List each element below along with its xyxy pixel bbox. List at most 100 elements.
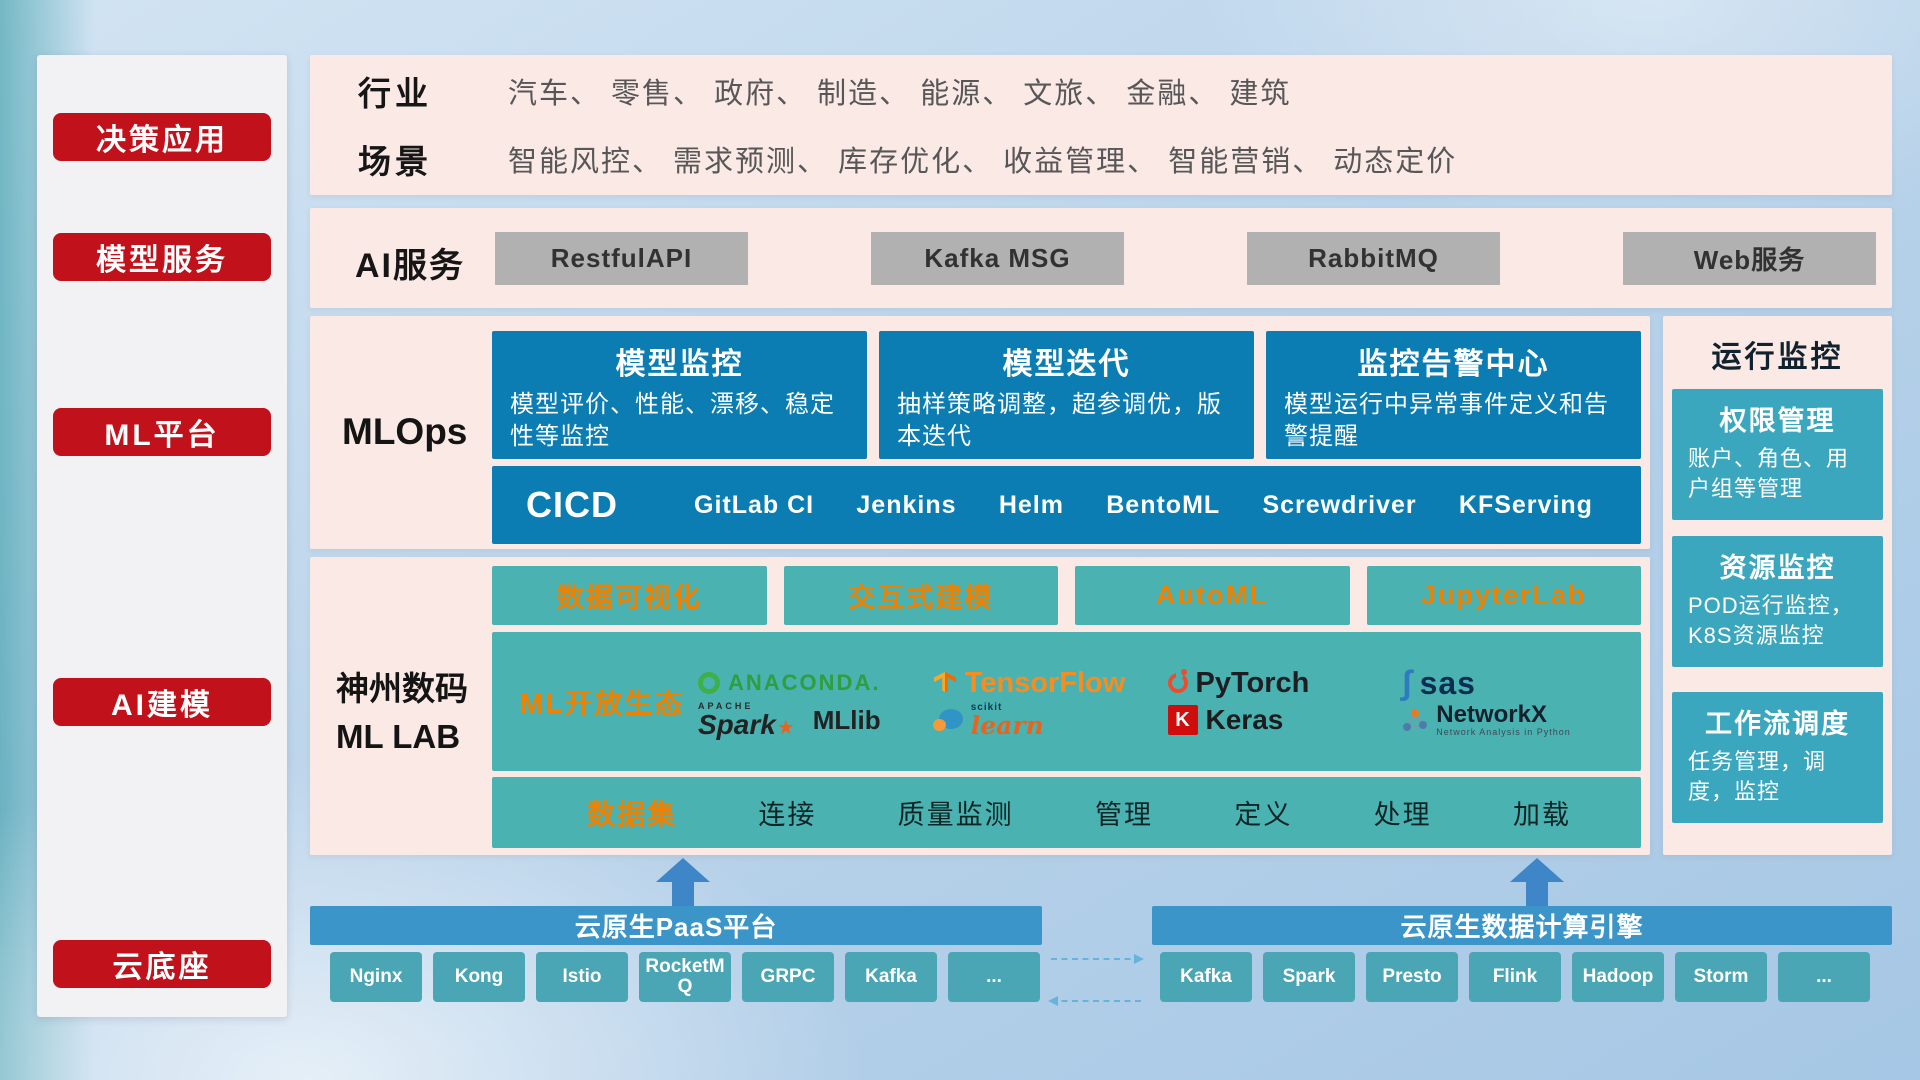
learn-text: learn: [970, 710, 1044, 740]
card-desc: 模型运行中异常事件定义和告警提醒: [1284, 391, 1609, 451]
scikit-learn-orange-blob: [932, 719, 946, 731]
chip-nginx: Nginx: [330, 952, 422, 1002]
networkx-text: NetworkX: [1436, 700, 1547, 728]
up-arrow-stem: [672, 882, 694, 906]
chip-kafka: Kafka: [1160, 952, 1252, 1002]
paas-platform-bar: 云原生PaaS平台: [310, 906, 1042, 945]
networkx-icon: [1403, 709, 1428, 731]
pytorch-icon-dot: [1180, 669, 1187, 675]
card-desc: 任务管理，调度，监控: [1688, 749, 1827, 804]
ecosystem-logos: ANACONDA. TensorFlow PyTorch: [688, 665, 1641, 739]
chip-kafka: Kafka: [845, 952, 937, 1002]
dataset-item-manage: 管理: [1095, 800, 1153, 830]
dataset-item-process: 处理: [1373, 800, 1432, 830]
anaconda-logo: ANACONDA.: [688, 670, 923, 696]
cicd-items: GitLab CI Jenkins Helm BentoML Screwdriv…: [694, 491, 1593, 520]
ai-service-rabbitmq: RabbitMQ: [1247, 232, 1500, 285]
card-desc: POD运行监控，K8S资源监控: [1688, 593, 1854, 648]
ml-lab-panel: 神州数码 ML LAB 数据可视化 交互式建模 AutoML JupyterLa…: [310, 557, 1650, 855]
chip-flink: Flink: [1469, 952, 1561, 1002]
up-arrow-head: [656, 858, 710, 882]
industry-value: 汽车、 零售、 政府、 制造、 能源、 文旅、 金融、 建筑: [508, 78, 1292, 110]
industry-label: 行业: [358, 75, 432, 112]
cicd-item-kfserving: KFServing: [1458, 490, 1593, 519]
tool-interactive-modeling: 交互式建模: [783, 566, 1058, 625]
cicd-item-jenkins: Jenkins: [856, 490, 957, 519]
dataset-item-define: 定义: [1234, 800, 1293, 830]
keras-text: Keras: [1205, 704, 1284, 735]
cicd-item-screwdriver: Screwdriver: [1262, 490, 1417, 519]
mlops-panel: MLOps 模型监控 模型评价、性能、漂移、稳定性等监控 模型迭代 抽样策略调整…: [310, 316, 1650, 549]
operation-monitoring-panel: 运行监控 权限管理 账户、角色、用户组等管理 资源监控 POD运行监控，K8S资…: [1663, 316, 1892, 855]
workflow-scheduling-card: 工作流调度 任务管理，调度，监控: [1672, 692, 1883, 823]
mlops-label: MLOps: [342, 411, 468, 452]
alert-center-card: 监控告警中心 模型运行中异常事件定义和告警提醒: [1266, 331, 1641, 459]
spark-star-icon: ★: [776, 716, 795, 739]
keras-logo: K Keras: [1158, 704, 1393, 736]
permission-management-card: 权限管理 账户、角色、用户组等管理: [1672, 389, 1883, 520]
chip-storm: Storm: [1675, 952, 1767, 1002]
keras-icon: K: [1167, 705, 1198, 735]
spark-text: Spark: [698, 708, 776, 740]
dataset-item-quality: 质量监测: [897, 800, 1014, 830]
chip-hadoop: Hadoop: [1572, 952, 1664, 1002]
scenario-label: 场景: [358, 143, 432, 180]
model-monitoring-card: 模型监控 模型评价、性能、漂移、稳定性等监控: [492, 331, 867, 459]
card-desc: 模型评价、性能、漂移、稳定性等监控: [510, 391, 835, 451]
dataset-item-connect: 连接: [758, 800, 817, 830]
pytorch-icon-gap: [1175, 671, 1183, 678]
spark-main: Spark ★: [698, 708, 795, 740]
cicd-item-helm: Helm: [998, 490, 1064, 519]
sidebar-item-decision-application: 决策应用: [53, 113, 271, 161]
ml-lab-tools-row: 数据可视化 交互式建模 AutoML JupyterLab: [492, 566, 1641, 625]
card-desc: 账户、角色、用户组等管理: [1688, 446, 1850, 501]
up-arrow-icon: [656, 858, 710, 906]
tool-data-visualization: 数据可视化: [492, 566, 767, 625]
operation-monitoring-title: 运行监控: [1711, 341, 1844, 374]
card-title: 资源监控: [1719, 553, 1836, 583]
sas-swoosh-icon: ∫: [1402, 664, 1412, 702]
up-arrow-stem: [1526, 882, 1548, 906]
sidebar-item-ml-platform: ML平台: [53, 408, 271, 456]
dashed-arrow-right-icon: [1051, 954, 1144, 964]
chip-istio: Istio: [536, 952, 628, 1002]
sidebar-item-ai-modeling: AI建模: [53, 678, 271, 726]
dashed-arrow-left-head: [1048, 996, 1058, 1006]
sas-text: sas: [1419, 664, 1476, 701]
chip-more: ...: [948, 952, 1040, 1002]
ml-lab-label-line2: ML LAB: [336, 717, 461, 755]
chip-rocketmq: RocketMQ: [639, 952, 731, 1002]
cicd-item-bentoml: BentoML: [1106, 490, 1221, 519]
sidebar-item-cloud-base: 云底座: [53, 940, 271, 988]
ml-open-ecosystem-label: ML开放生态: [520, 687, 685, 719]
networkx-logo: NetworkX Network Analysis in Python: [1392, 700, 1627, 738]
scikit-text: scikit: [970, 701, 1003, 713]
tensorflow-text: TensorFlow: [964, 666, 1126, 699]
scenario-value: 智能风控、 需求预测、 库存优化、 收益管理、 智能营销、 动态定价: [508, 146, 1458, 178]
scenario-line: 场景 智能风控、 需求预测、 库存优化、 收益管理、 智能营销、 动态定价: [358, 135, 1892, 183]
pytorch-icon: [1167, 669, 1188, 693]
anaconda-icon: [698, 672, 720, 694]
cicd-title: CICD: [526, 484, 618, 525]
ai-service-buttons: RestfulAPI Kafka MSG RabbitMQ Web服务: [495, 232, 1876, 285]
ai-service-web: Web服务: [1623, 232, 1876, 285]
card-title: 模型监控: [615, 348, 744, 381]
mllib-text: MLlib: [812, 704, 881, 735]
ai-service-label: AI服务: [355, 247, 465, 285]
ai-service-kafka-msg: Kafka MSG: [871, 232, 1124, 285]
industry-scenario-panel: 行业 汽车、 零售、 政府、 制造、 能源、 文旅、 金融、 建筑 场景 智能风…: [310, 55, 1892, 195]
chip-more: ...: [1778, 952, 1870, 1002]
chip-kong: Kong: [433, 952, 525, 1002]
dashed-arrow-left-icon: [1048, 996, 1141, 1006]
chip-spark: Spark: [1263, 952, 1355, 1002]
tool-automl: AutoML: [1075, 566, 1350, 625]
data-engine-bar: 云原生数据计算引擎: [1152, 906, 1892, 945]
dataset-row: 数据集 连接 质量监测 管理 定义 处理 加载: [492, 777, 1641, 848]
spark-wordmark: APACHE Spark ★: [698, 701, 795, 740]
spark-mllib-logo: APACHE Spark ★ MLlib: [688, 701, 923, 740]
up-arrow-head: [1510, 858, 1564, 882]
resource-monitoring-card: 资源监控 POD运行监控，K8S资源监控: [1672, 536, 1883, 667]
sidebar-item-model-service: 模型服务: [53, 233, 271, 281]
up-arrow-icon: [1510, 858, 1564, 906]
